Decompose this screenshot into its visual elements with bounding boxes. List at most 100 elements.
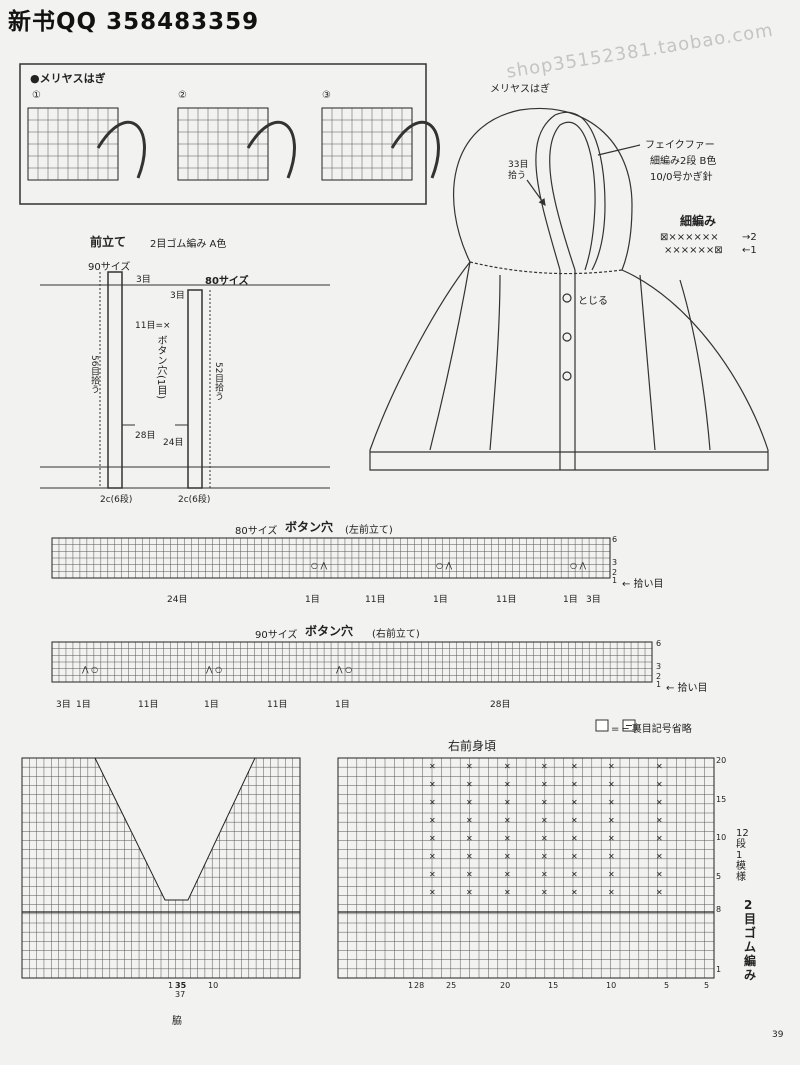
buttonhole-chart-80: ○ ⋀○ ⋀○ ⋀	[51, 537, 611, 579]
bh90-size: 90サイズ	[255, 630, 298, 641]
mattress-swatches	[27, 107, 440, 181]
bh80-seg-1c: 1目	[563, 595, 578, 605]
fur-title: フェイクファー	[645, 140, 715, 151]
st-15: 15	[548, 981, 559, 990]
legend-text: = ─ 裏目記号省略	[611, 724, 692, 735]
svg-text:✕: ✕	[466, 852, 473, 861]
header-title: 新书QQ 358483359	[8, 9, 260, 35]
svg-text:✕: ✕	[608, 834, 615, 843]
svg-text:✕: ✕	[429, 852, 436, 861]
svg-text:✕: ✕	[466, 870, 473, 879]
buttonhole-label: ボタン穴(1目)	[155, 335, 166, 400]
svg-text:✕: ✕	[504, 798, 511, 807]
row-15: 15	[716, 795, 727, 804]
svg-text:✕: ✕	[541, 834, 548, 843]
top3-right: 3目	[170, 291, 185, 301]
svg-text:✕: ✕	[656, 780, 663, 789]
svg-text:✕: ✕	[608, 762, 615, 771]
bh80-row1: 1	[612, 576, 618, 585]
st-25: 25	[446, 981, 457, 990]
svg-text:✕: ✕	[429, 816, 436, 825]
svg-text:✕: ✕	[466, 762, 473, 771]
svg-text:✕: ✕	[541, 870, 548, 879]
body-chart: ✕✕✕✕✕✕✕✕✕✕✕✕✕✕✕✕✕✕✕✕✕✕✕✕✕✕✕✕✕✕✕✕✕✕✕✕✕✕✕✕…	[21, 757, 715, 979]
fur-hook: 10/0号かぎ針	[650, 172, 713, 183]
svg-text:✕: ✕	[571, 888, 578, 897]
bh90-seg-11a: 11目	[138, 700, 159, 710]
fur-stitch: 細編み2段 B色	[650, 156, 717, 167]
svg-text:✕: ✕	[608, 888, 615, 897]
svg-text:○ ⋀: ○ ⋀	[570, 561, 587, 570]
bh90-seg-3: 3目	[56, 700, 71, 710]
row-5: 5	[716, 872, 722, 881]
svg-text:✕: ✕	[571, 762, 578, 771]
svg-text:✕: ✕	[429, 762, 436, 771]
svg-text:✕: ✕	[608, 870, 615, 879]
bh80-seg-1a: 1目	[305, 595, 320, 605]
svg-text:✕: ✕	[571, 852, 578, 861]
svg-text:✕: ✕	[571, 780, 578, 789]
bh80-row6: 6	[612, 535, 618, 544]
bh90-note: (右前立て)	[372, 629, 420, 640]
svg-text:✕: ✕	[429, 780, 436, 789]
bh80-row2: 2	[612, 568, 618, 577]
bh90-title: ボタン穴	[305, 624, 354, 638]
row-10: 10	[716, 833, 727, 842]
step-3: ③	[322, 90, 331, 101]
row-mark-8: 8	[716, 905, 722, 914]
st-20: 20	[500, 981, 511, 990]
step-1: ①	[32, 90, 41, 101]
svg-text:⋀ ○: ⋀ ○	[81, 665, 98, 674]
svg-text:✕: ✕	[571, 798, 578, 807]
svg-text:✕: ✕	[466, 834, 473, 843]
svg-text:✕: ✕	[541, 762, 548, 771]
mid24: 24目	[163, 438, 184, 448]
bh80-seg-3: 3目	[586, 595, 601, 605]
svg-text:✕: ✕	[656, 834, 663, 843]
top3-left: 3目	[136, 275, 151, 285]
svg-text:✕: ✕	[504, 870, 511, 879]
hood-mattress-label: メリヤスはぎ	[490, 84, 550, 95]
svg-text:✕: ✕	[608, 816, 615, 825]
close-label: とじる	[578, 296, 608, 307]
st-left-37: 37	[175, 990, 186, 999]
rib-label: 2目ゴム編み	[744, 898, 757, 982]
bh80-row3: 3	[612, 558, 618, 567]
size90-label: 90サイズ	[88, 262, 131, 273]
bottom-right: 2c(6段)	[178, 495, 211, 505]
front-band-title: 前立て	[90, 235, 127, 249]
bh90-seg-28: 28目	[490, 700, 511, 710]
svg-text:✕: ✕	[541, 852, 548, 861]
bh80-pickup: ← 拾い目	[622, 579, 664, 590]
svg-text:✕: ✕	[504, 888, 511, 897]
st-1: 1	[408, 981, 414, 990]
crochet-row1: ××××××⊠	[664, 245, 723, 256]
crochet-title: 細編み	[680, 214, 717, 228]
bh80-seg-11b: 11目	[496, 595, 517, 605]
svg-text:⋀ ○: ⋀ ○	[205, 665, 222, 674]
bh90-row1: 1	[656, 680, 662, 689]
svg-text:✕: ✕	[466, 888, 473, 897]
mattress-box	[19, 63, 427, 205]
st-left-10: 10	[208, 981, 219, 990]
svg-text:✕: ✕	[656, 888, 663, 897]
st-left-1: 1	[168, 981, 174, 990]
bh90-row3: 3	[656, 662, 662, 671]
hood-pickup-label: 33目拾う	[508, 160, 529, 181]
front-band-diagram	[40, 271, 330, 489]
svg-text:⋀ ○: ⋀ ○	[335, 665, 352, 674]
svg-text:✕: ✕	[504, 834, 511, 843]
st-10: 10	[606, 981, 617, 990]
svg-text:✕: ✕	[429, 888, 436, 897]
bh90-seg-11b: 11目	[267, 700, 288, 710]
svg-text:✕: ✕	[429, 834, 436, 843]
svg-text:✕: ✕	[608, 780, 615, 789]
svg-text:✕: ✕	[656, 762, 663, 771]
pattern-label: 12段1模様	[736, 828, 749, 883]
svg-text:✕: ✕	[429, 798, 436, 807]
st-28: 28	[414, 981, 425, 990]
mid28: 28目	[135, 431, 156, 441]
svg-text:✕: ✕	[466, 780, 473, 789]
buttonhole-chart-90: ⋀ ○ ⋀ ○ ⋀ ○	[51, 641, 653, 683]
bh80-note: (左前立て)	[345, 525, 393, 536]
